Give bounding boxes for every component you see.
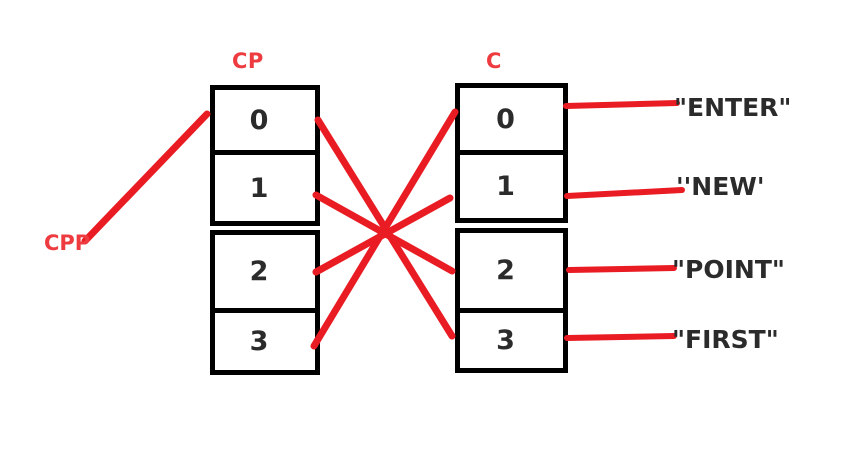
cpp-pointer-line [81, 110, 211, 245]
c-array-title: C [486, 49, 502, 73]
c-cell-0-value: 0 [496, 103, 515, 135]
line-cp2-to-c1 [312, 194, 454, 276]
cpp-pointer-label: CPP [44, 231, 91, 255]
line-c1-to-new [564, 187, 685, 199]
cp-cell-1-value: 1 [249, 172, 269, 204]
cp-cell-0: 0 [210, 85, 320, 155]
cp-cell-3-value: 3 [249, 326, 269, 357]
line-cp0-to-c3 [314, 116, 456, 340]
cp-cell-1: 1 [210, 150, 320, 226]
line-c3-to-first [564, 333, 677, 341]
cp-cell-2: 2 [210, 230, 320, 313]
c-cell-2-value: 2 [496, 255, 515, 286]
line-c2-to-point [566, 265, 677, 273]
cp-cell-2-value: 2 [249, 256, 269, 287]
string-label-point: "POINT" [672, 255, 785, 284]
string-label-enter: "ENTER" [674, 93, 792, 122]
line-cp3-to-c0 [310, 108, 459, 350]
cp-cell-3: 3 [210, 308, 320, 375]
c-cell-1-value: 1 [496, 171, 515, 202]
c-cell-1: 1 [455, 150, 568, 223]
string-label-new: ''NEW' [676, 172, 765, 201]
line-c0-to-enter [563, 100, 680, 109]
c-cell-3-value: 3 [496, 325, 515, 356]
line-cp1-to-c2 [312, 191, 456, 275]
c-cell-2: 2 [455, 228, 568, 313]
cp-array-title: CP [232, 49, 264, 73]
string-label-first: "FIRST" [672, 325, 779, 354]
c-cell-0: 0 [455, 83, 568, 155]
c-cell-3: 3 [455, 308, 568, 373]
cp-cell-0-value: 0 [249, 104, 269, 136]
